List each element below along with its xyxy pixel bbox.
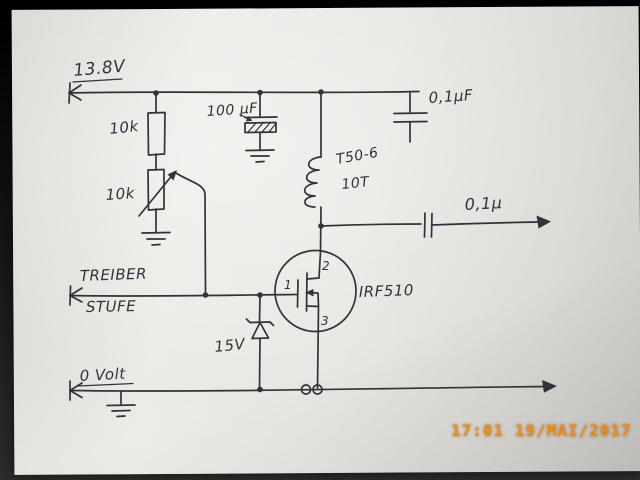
pot-wiper-wire: [175, 172, 207, 295]
resistor2-label: 10k: [105, 184, 136, 204]
zener-label: 15V: [214, 335, 248, 356]
camera-timestamp: 17:01 19/MAI/2017: [451, 421, 632, 440]
ground-icon: [245, 149, 275, 163]
inductor-turns-label: 10T: [341, 174, 371, 193]
series-cap-plates: [423, 212, 433, 238]
cap-hatch: [247, 122, 277, 133]
coil-icon: [303, 156, 322, 208]
transistor-circle: [274, 249, 357, 333]
ground-icon: [141, 231, 171, 246]
source-lead: [306, 305, 320, 389]
bulk-cap-label: 100 µF: [206, 100, 259, 120]
junction-dot: [257, 386, 263, 393]
pin-source-label: 3: [321, 314, 329, 328]
body-arrowhead-icon: [305, 289, 314, 297]
bulk-capacitor-100uF: 100 µF: [206, 92, 278, 163]
cap-plates: [393, 112, 428, 123]
gate-plate: [296, 279, 299, 308]
output-cap-label: 0,1µ: [464, 193, 503, 214]
resistor-body: [147, 111, 166, 156]
ground-rail-label: 0 Volt: [79, 365, 126, 385]
pot-body: [147, 168, 165, 211]
mosfet-label: IRF510: [359, 281, 415, 301]
resistor1-label: 10k: [109, 117, 141, 138]
supply-underline: [72, 78, 123, 83]
potentiometer-10k: 10k: [105, 168, 207, 295]
resistor-10k-upper: 10k: [109, 92, 166, 171]
label-pointer: [239, 113, 249, 120]
pin-drain-label: 2: [322, 259, 330, 273]
ground-icon: [106, 404, 136, 418]
rail-arrowhead-icon: [542, 380, 557, 393]
drain-lead: [306, 251, 322, 280]
pin-gate-label: 1: [284, 278, 292, 292]
pot-arrow: [138, 172, 175, 217]
solder-junction-mark: [312, 384, 323, 395]
input-label-line2: STUFE: [86, 297, 137, 316]
output-branch: 0,1µ: [318, 193, 551, 238]
junction-dot: [257, 292, 263, 298]
zener-diode-15v: 15V: [214, 295, 275, 390]
driver-input: TREIBER STUFE: [69, 265, 299, 316]
supply-label: 13.8V: [73, 56, 127, 81]
cap-body: [244, 121, 277, 134]
junction-dot: [202, 292, 209, 298]
output-arrowhead-icon: [536, 215, 551, 229]
cap-plate: [244, 116, 278, 119]
supply-rail: 13.8V: [68, 56, 420, 104]
inductor-core-label: T50-6: [335, 145, 380, 168]
ground-label-underline: [77, 382, 134, 387]
pot-arrowhead-icon: [167, 170, 177, 181]
decoupling-cap-label: 0,1µF: [428, 86, 474, 107]
label-pointer-head-icon: [245, 116, 253, 122]
ground-rail: 0 Volt: [69, 365, 557, 418]
mosfet-irf510: 2 1 3 IRF510: [274, 249, 415, 389]
diode-triangle: [251, 321, 270, 340]
decoupling-capacitor: 0,1µF: [393, 86, 474, 143]
solder-junction-mark: [300, 384, 312, 395]
inductor-toroid: T50-6 10T: [303, 91, 380, 253]
input-label-line1: TREIBER: [80, 265, 148, 285]
